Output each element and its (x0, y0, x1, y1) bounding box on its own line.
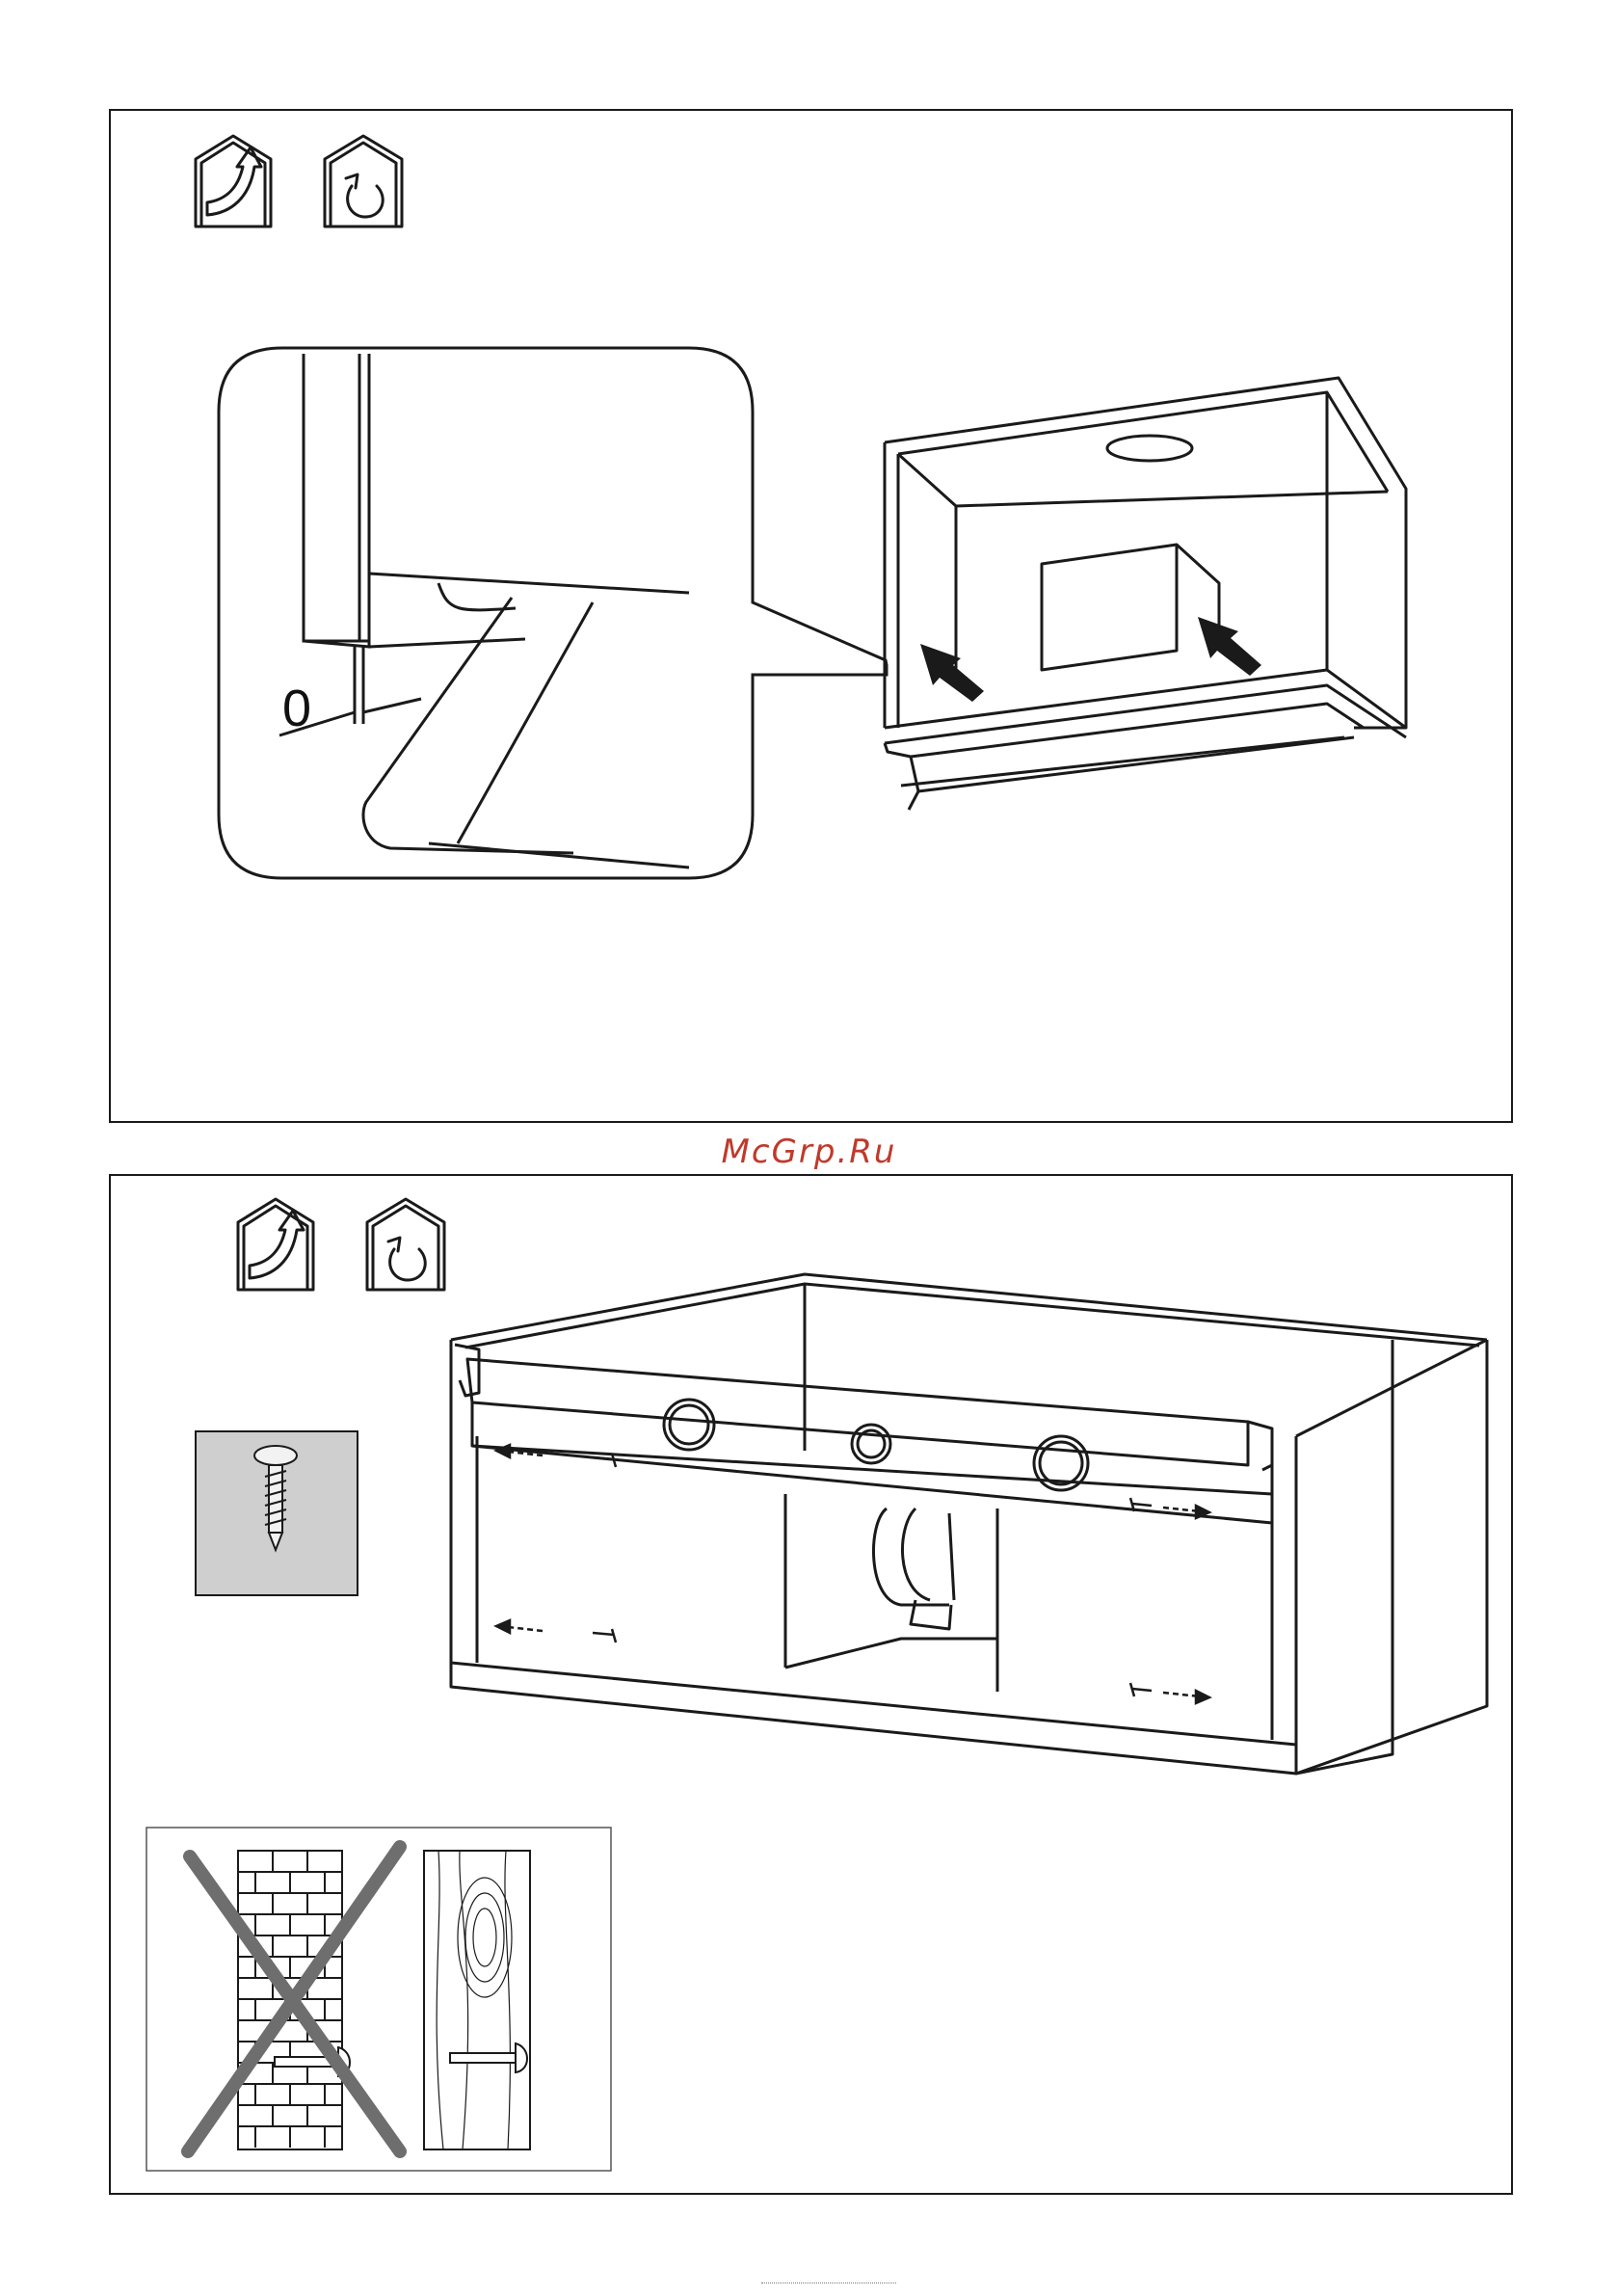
ducted-extraction-icon (238, 1199, 313, 1290)
recirculation-icon (325, 136, 402, 227)
push-arrow-right (1198, 617, 1261, 676)
cabinet-hood-illustration (885, 378, 1406, 810)
screw-arrow-upper-right (1163, 1508, 1200, 1511)
cabinet-box-illustration (451, 1274, 1487, 1774)
wall-type-comparison (146, 1828, 611, 2171)
screw-type-swatch (196, 1431, 358, 1595)
ducted-extraction-icon (196, 136, 271, 227)
top-instruction-panel: 0 (109, 109, 1513, 1123)
watermark-text: McGrp.Ru (0, 1133, 1618, 1171)
screw-arrow-lower-left (508, 1627, 543, 1631)
recirculation-icon (367, 1199, 444, 1290)
top-panel-drawing: 0 (111, 111, 1511, 1121)
push-arrows (920, 617, 1261, 702)
gap-dimension-label: 0 (282, 680, 311, 737)
bottom-panel-drawing (111, 1176, 1511, 2193)
bottom-instruction-panel (109, 1174, 1513, 2195)
screw-arrow-lower-right (1163, 1693, 1200, 1696)
push-arrow-left (920, 644, 984, 702)
footer-dotted-mark (761, 2283, 896, 2287)
detail-magnifier (219, 348, 887, 878)
